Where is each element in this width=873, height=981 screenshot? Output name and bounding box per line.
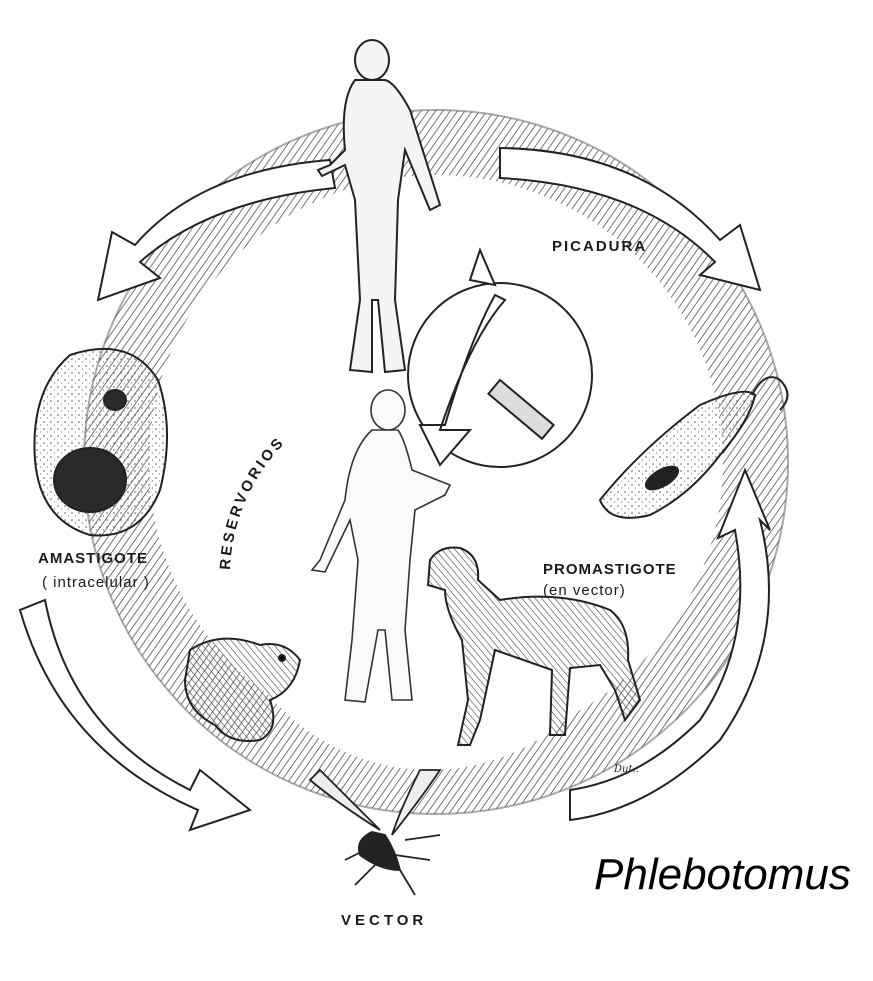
amastigote-label: AMASTIGOTE: [38, 550, 148, 567]
inoculation-inset: [408, 250, 592, 467]
human-figure: [318, 40, 440, 372]
picadura-label: PICADURA: [552, 238, 647, 255]
promastigote-note: (en vector): [543, 582, 626, 599]
vector-label: VECTOR: [341, 912, 427, 929]
promastigote-label: PROMASTIGOTE: [543, 561, 677, 578]
species-label: Phlebotomus: [594, 850, 851, 900]
artist-signature: Dut..: [614, 764, 639, 775]
amastigote-cell: [34, 349, 167, 536]
amastigote-note: ( intracelular ): [42, 574, 150, 591]
